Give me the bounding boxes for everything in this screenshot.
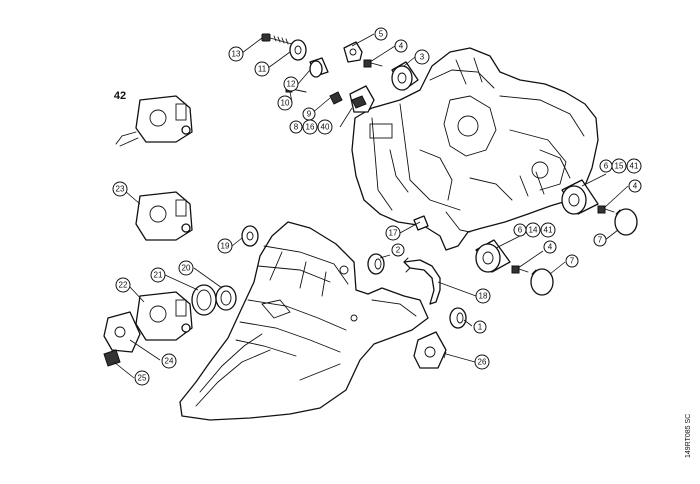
part-41-buffer-right [561, 179, 599, 215]
carburetor-22 [135, 291, 193, 341]
callout-21: 21 [150, 267, 166, 283]
part-17-plug [413, 215, 429, 231]
part-13-screw [261, 33, 293, 45]
callout-14: 14 [525, 222, 541, 238]
callout-22: 22 [115, 277, 131, 293]
svg-text:2: 2 [396, 246, 401, 255]
part-24-plate [103, 311, 141, 353]
part-4-screw-right [597, 205, 615, 214]
part-19-grommet [241, 225, 259, 247]
part-3-buffer [391, 61, 419, 91]
callout-13: 13 [228, 46, 244, 62]
handle-housing [179, 221, 429, 421]
callout-3: 3 [414, 49, 430, 65]
part-7-cap-middle [530, 268, 554, 296]
part-21-gasket [191, 284, 217, 316]
callout-40: 40 [317, 119, 333, 135]
callout-11: 11 [254, 61, 270, 77]
svg-text:6: 6 [518, 226, 523, 235]
callout-12: 12 [283, 76, 299, 92]
callout-2: 2 [391, 243, 405, 257]
svg-text:3: 3 [420, 53, 425, 62]
carburetor-42 [115, 95, 193, 147]
part-4-screw-top [363, 59, 383, 68]
part-4-screw-middle [511, 265, 529, 274]
svg-text:10: 10 [281, 99, 290, 108]
leader-lines [113, 33, 629, 379]
callout-24: 24 [161, 353, 177, 369]
label-42: 42 [114, 90, 126, 102]
part-18-hose [403, 257, 441, 305]
part-12-sleeve [309, 57, 329, 78]
callout-4-top: 4 [394, 39, 408, 53]
part-5-bracket [343, 41, 363, 63]
callout-20: 20 [178, 260, 194, 276]
svg-text:17: 17 [389, 229, 398, 238]
callout-26: 26 [474, 354, 490, 370]
callout-9: 9 [302, 107, 316, 121]
svg-text:4: 4 [399, 42, 404, 51]
svg-text:12: 12 [287, 80, 296, 89]
part-20-ring [215, 285, 237, 311]
drawing-number: 149RT085 SC [685, 414, 692, 458]
svg-text:23: 23 [116, 185, 125, 194]
callout-4-middle: 4 [543, 240, 557, 254]
svg-text:16: 16 [306, 123, 315, 132]
callout-5: 5 [374, 27, 388, 41]
part-1-ring [449, 307, 467, 329]
callout-19: 19 [217, 238, 233, 254]
svg-text:20: 20 [182, 264, 191, 273]
callout-41-middle: 41 [540, 222, 556, 238]
svg-text:13: 13 [232, 50, 241, 59]
part-40-buffer [349, 85, 375, 113]
part-25-lever [103, 349, 121, 367]
svg-text:7: 7 [570, 257, 575, 266]
part-11-washer [289, 39, 307, 61]
svg-text:22: 22 [119, 281, 128, 290]
svg-text:7: 7 [598, 236, 603, 245]
svg-text:26: 26 [478, 358, 487, 367]
callout-7-right: 7 [593, 233, 607, 247]
svg-text:5: 5 [379, 30, 384, 39]
svg-text:4: 4 [548, 243, 553, 252]
callout-6-right: 6 [599, 159, 613, 173]
callout-23: 23 [112, 181, 128, 197]
part-7-cap-right [614, 208, 638, 236]
svg-text:21: 21 [154, 271, 163, 280]
part-9-pin [329, 91, 343, 105]
svg-text:15: 15 [615, 162, 624, 171]
part-2-ring [367, 253, 385, 275]
callout-18: 18 [475, 288, 491, 304]
svg-text:41: 41 [630, 162, 639, 171]
callout-10: 10 [277, 95, 293, 111]
svg-text:18: 18 [479, 292, 488, 301]
carburetor-23 [135, 191, 193, 241]
svg-text:41: 41 [544, 226, 553, 235]
svg-text:1: 1 [478, 323, 483, 332]
callout-8: 8 [289, 120, 303, 134]
callout-7-middle: 7 [565, 254, 579, 268]
callout-4-right: 4 [628, 179, 642, 193]
svg-text:25: 25 [138, 374, 147, 383]
crankcase [351, 47, 599, 251]
callout-25: 25 [134, 370, 150, 386]
svg-text:11: 11 [258, 65, 267, 74]
svg-text:40: 40 [321, 123, 330, 132]
part-26-bracket [413, 331, 447, 369]
svg-text:6: 6 [604, 162, 609, 171]
svg-text:9: 9 [307, 110, 312, 119]
part-41-buffer-middle [475, 239, 511, 273]
callout-16: 16 [302, 119, 318, 135]
svg-text:8: 8 [294, 123, 299, 132]
callout-6-middle: 6 [513, 223, 527, 237]
callout-41-right: 41 [626, 158, 642, 174]
svg-text:4: 4 [633, 182, 638, 191]
svg-text:24: 24 [165, 357, 174, 366]
callout-1: 1 [473, 320, 487, 334]
callout-15: 15 [611, 158, 627, 174]
svg-text:14: 14 [529, 226, 538, 235]
svg-text:19: 19 [221, 242, 230, 251]
callout-17: 17 [385, 225, 401, 241]
